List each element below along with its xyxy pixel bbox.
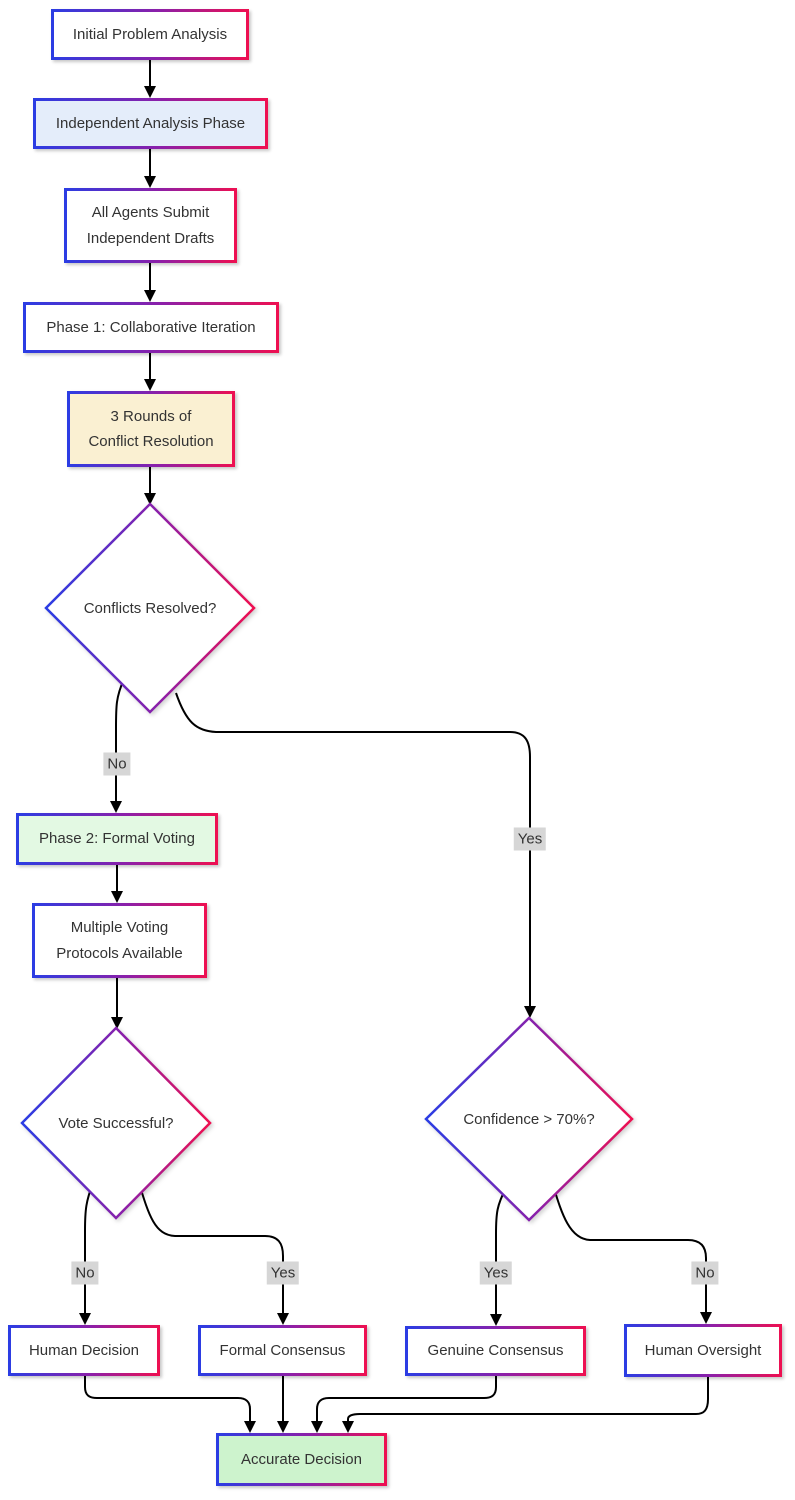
edge-confidence-yes-to-genuine-consensus [490,1187,507,1326]
node-multiple-voting-protocols-label: Multiple Voting Protocols Available [56,919,183,962]
node-all-agents-submit-drafts-label: All Agents Submit Independent Drafts [86,204,215,247]
edge-conflicts-yes-to-confidence [175,692,536,1018]
node-genuine-consensus: Genuine Consensus [405,1326,586,1376]
node-genuine-consensus-label: Genuine Consensus [427,1342,564,1360]
edge-human-oversight-to-accurate [342,1377,709,1433]
node-initial-problem-analysis-label: Initial Problem Analysis [72,25,228,43]
decision-diamond-vote-successful [20,1026,212,1220]
node-accurate-decision-label: Accurate Decision [241,1450,362,1468]
node-phase1-collaborative-iteration-label: Phase 1: Collaborative Iteration [46,318,256,336]
node-human-decision-label: Human Decision [28,1341,140,1359]
node-independent-analysis-phase-label: Independent Analysis Phase [55,114,246,132]
node-vote-successful-label: Vote Successful? [58,1114,174,1132]
node-all-agents-submit-drafts: All Agents Submit Independent Drafts [64,188,237,263]
node-3-rounds-conflict-resolution: 3 Rounds of Conflict Resolution [67,391,235,467]
decision-diamond-conflicts-resolved [44,502,256,714]
node-independent-analysis-phase: Independent Analysis Phase [33,98,268,149]
edge-vote-yes-to-formal-consensus [138,1182,289,1325]
edge-label-confidence-yes: Yes [479,1261,513,1285]
node-conflicts-resolved-label: Conflicts Resolved? [83,599,217,617]
edge-label-confidence-no: No [691,1261,719,1285]
node-initial-problem-analysis: Initial Problem Analysis [51,9,249,60]
edge-human-decision-to-accurate [84,1376,256,1433]
node-human-decision: Human Decision [8,1325,160,1376]
node-human-oversight-label: Human Oversight [644,1341,762,1359]
edge-label-vote-no: No [71,1261,99,1285]
node-phase2-formal-voting-label: Phase 2: Formal Voting [39,830,195,848]
edge-label-conflicts-yes: Yes [513,827,547,851]
node-multiple-voting-protocols: Multiple Voting Protocols Available [32,903,207,978]
node-formal-consensus: Formal Consensus [198,1325,367,1376]
node-human-oversight: Human Oversight [624,1324,782,1377]
edge-genuine-consensus-to-accurate [311,1376,497,1433]
edge-label-vote-yes: Yes [266,1261,300,1285]
node-phase1-collaborative-iteration: Phase 1: Collaborative Iteration [23,302,279,353]
edge-confidence-no-to-human-oversight [552,1184,712,1324]
node-phase2-formal-voting: Phase 2: Formal Voting [16,813,218,865]
edge-label-conflicts-no: No [103,752,131,776]
node-3-rounds-conflict-resolution-label: 3 Rounds of Conflict Resolution [88,407,214,451]
edge-vote-no-to-human-decision [79,1182,94,1325]
edge-conflicts-no-to-phase2 [110,678,125,813]
node-formal-consensus-label: Formal Consensus [219,1341,346,1359]
node-accurate-decision: Accurate Decision [216,1433,387,1486]
node-confidence-label: Confidence > 70%? [463,1110,595,1128]
decision-diamond-confidence [424,1016,634,1222]
